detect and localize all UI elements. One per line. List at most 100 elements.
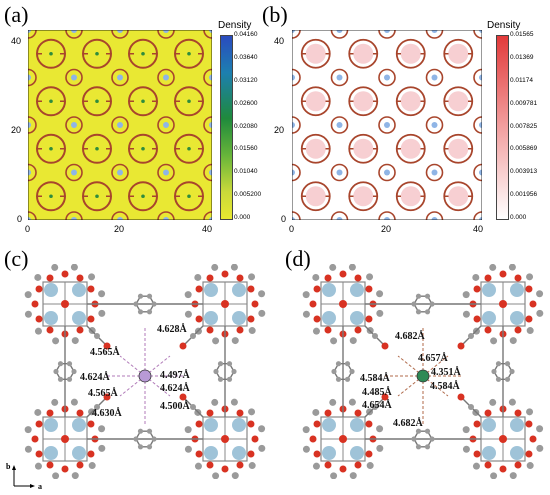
carbon-atom [88,462,96,470]
carbon-atom [151,301,157,307]
carbon-atom [495,376,502,382]
carbon-atom [137,428,144,434]
distance-d-2: 4.657Å [418,353,448,364]
carbon-atom [34,462,42,470]
carbon-atom [504,361,511,367]
oxygen-atom [309,300,317,308]
oxygen-atom [247,450,255,458]
carbon-atom [217,361,224,367]
carbon-atom [508,263,516,271]
carbon-atom [489,263,497,271]
oxygen-atom [525,450,533,458]
metal-atom [44,311,58,325]
distance-c-7: 4.630Å [92,408,122,419]
carbon-atom [526,327,534,335]
carbon-atom [508,398,516,406]
carbon-atom [495,361,502,367]
metal-atom [232,418,246,432]
carbon-atom [312,462,320,470]
oxygen-atom [313,450,321,458]
carbon-atom [424,428,431,434]
metal-atom [72,446,86,460]
carbon-atom [472,273,480,281]
carbon-atom [133,301,139,307]
colorbar-a-tick-1: 0.03640 [234,53,258,61]
carbon-atom [491,368,497,375]
carbon-atom [146,428,153,434]
carbon-atom [536,425,544,433]
carbon-atom [194,273,202,281]
oxygen-atom [313,315,321,323]
carbon-atom [329,398,337,406]
oxygen-atom [309,435,317,443]
oxygen-atom [484,326,492,334]
carbon-atom [258,425,266,433]
metal-atom [44,446,58,460]
carbon-atom [146,309,153,315]
panel-c-structure [20,263,270,480]
carbon-atom [231,472,239,480]
b-x-tick-40: 40 [473,224,484,234]
carbon-atom [190,404,196,410]
carbon-atom [98,444,106,452]
carbon-atom [184,426,192,434]
oxygen-atom [61,465,69,473]
colorbar-a-tick-0: 0.04160 [234,31,258,38]
oxygen-atom [206,326,214,334]
carbon-atom [213,368,219,375]
metal-atom [204,283,218,297]
carbon-atom [230,263,238,271]
carbon-atom [366,462,374,470]
colorbar-a-tick-2: 0.03120 [234,76,258,84]
a-x-tick-0: 0 [25,224,31,234]
colorbar-b-tick-6: 0.003913 [510,168,538,176]
carbon-atom [217,376,224,382]
carbon-atom [526,462,534,470]
colorbar-b-tick-5: 0.005869 [510,145,538,153]
oxygen-atom [61,270,69,278]
structure-d [302,263,544,480]
metal-atom [350,446,364,460]
carbon-atom [53,368,59,375]
carbon-atom [24,310,32,318]
carbon-atom [429,436,435,442]
carbon-atom [462,310,470,318]
carbon-atom [146,293,153,299]
carbon-atom [490,472,498,480]
oxygen-atom [221,435,229,443]
carbon-atom [302,426,310,434]
carbon-atom [536,290,544,298]
carbon-atom [376,425,384,433]
distance-c-2: 4.628Å [157,324,187,335]
carbon-atom [331,368,337,375]
axis-indicator [10,464,40,490]
carbon-atom [536,309,544,317]
metal-atom [204,418,218,432]
carbon-atom [330,337,338,345]
carbon-atom [302,310,310,318]
distance-d-7: 4.654Å [362,400,392,411]
oxygen-atom [514,409,522,417]
oxygen-atom [514,274,522,282]
carbon-atom [137,293,144,299]
oxygen-atom [247,315,255,323]
carbon-atom [509,337,517,345]
carbon-atom [184,310,192,318]
carbon-atom [411,301,417,307]
distance-d-3: 4.351Å [431,367,461,378]
metal-atom [482,283,496,297]
distance-c-3: 4.497Å [160,370,190,381]
a-y-tick-top: 40 [11,36,22,46]
colorbar-a-title: Density [218,20,252,31]
colorbar-a-tick-7: 0.005200 [234,191,262,199]
oxygen-atom [499,465,507,473]
oxygen-atom [354,326,362,334]
colorbar-b-tick-7: 0.001956 [510,191,538,199]
oxygen-atom [35,285,43,293]
oxygen-atom [354,274,362,282]
oxygen-atom [87,315,95,323]
oxygen-atom [195,420,203,428]
panel-d-structure [298,263,548,480]
carbon-atom [312,273,320,281]
carbon-atom [98,309,106,317]
